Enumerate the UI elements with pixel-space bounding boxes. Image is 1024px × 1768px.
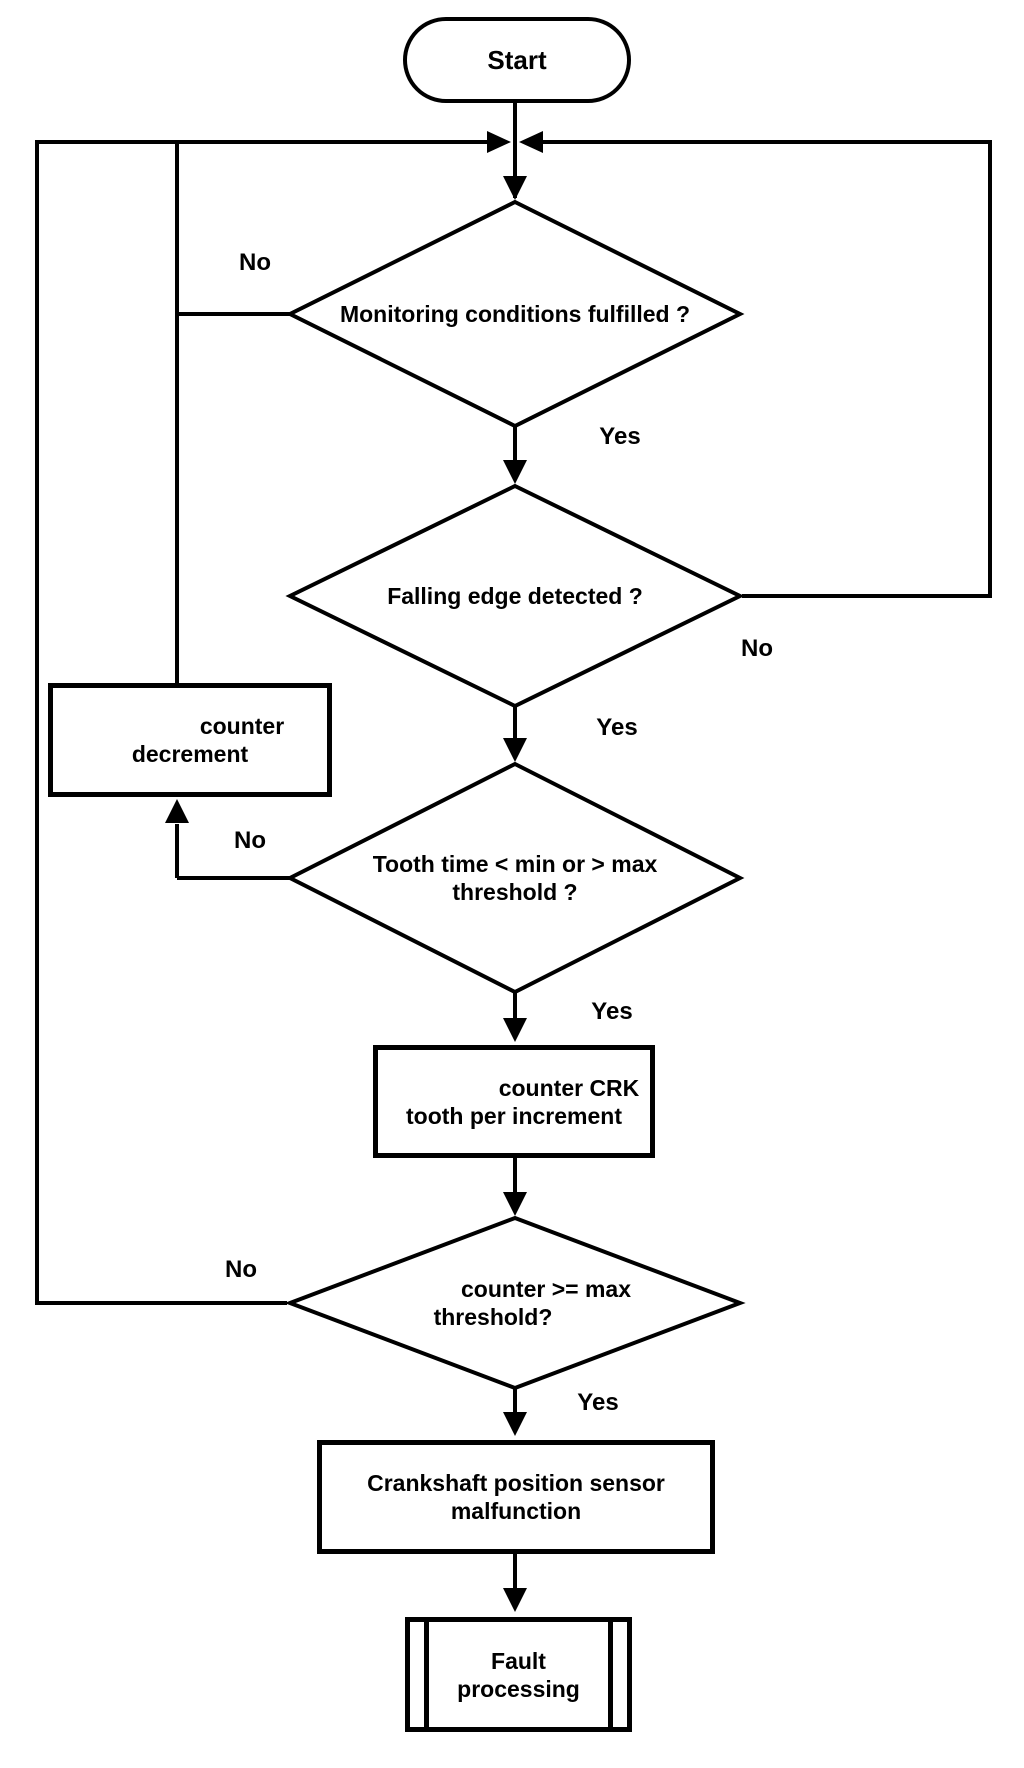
fault-inner-bar-left bbox=[424, 1622, 429, 1727]
arrowhead-into-malfunction bbox=[503, 1412, 527, 1436]
decision-falling-edge-shape bbox=[285, 483, 745, 709]
decision-counter-max-shape bbox=[284, 1215, 746, 1391]
arrowhead-left-loop-into-junction bbox=[487, 131, 511, 153]
arrowhead-into-monitoring bbox=[503, 176, 527, 200]
edge-label-tooth-time-no: No bbox=[234, 827, 266, 854]
edge-label-monitoring-yes: Yes bbox=[599, 423, 641, 450]
process-crankshaft-malfunction: Crankshaft position sensor malfunction bbox=[317, 1440, 715, 1554]
arrowhead-into-counter-decrement bbox=[165, 799, 189, 823]
predefined-process-fault: Fault processing bbox=[405, 1617, 632, 1732]
process-counter-crk-line2: tooth per increment bbox=[406, 1102, 622, 1129]
fault-inner-bar-right bbox=[608, 1622, 613, 1727]
process-counter-decrement: counter decrement bbox=[48, 683, 332, 797]
edge-label-monitoring-no: No bbox=[239, 249, 271, 276]
process-crankshaft-malfunction-line2: malfunction bbox=[450, 1498, 582, 1524]
process-counter-decrement-line1: counter bbox=[199, 713, 285, 739]
arrowhead-into-counter-crk bbox=[503, 1018, 527, 1042]
edge-label-falling-edge-no: No bbox=[741, 635, 773, 662]
edge-label-counter-max-no: No bbox=[225, 1256, 257, 1283]
connector-tooth-time-no bbox=[175, 824, 290, 880]
edge-label-tooth-time-yes: Yes bbox=[591, 998, 633, 1025]
arrowhead-right-loop-into-junction bbox=[519, 131, 543, 153]
node-start: Start bbox=[403, 17, 631, 103]
decision-tooth-time-shape bbox=[285, 761, 745, 995]
connector-counter-max-no-loop bbox=[35, 140, 489, 1305]
process-counter-crk: counter CRK tooth per increment bbox=[373, 1045, 655, 1158]
arrowhead-into-falling-edge bbox=[503, 460, 527, 484]
process-crankshaft-malfunction-line1: Crankshaft position sensor bbox=[367, 1470, 665, 1496]
edge-label-falling-edge-yes: Yes bbox=[596, 714, 638, 741]
connector-falling-edge-no-loop bbox=[541, 140, 992, 598]
edge-label-counter-max-yes: Yes bbox=[577, 1389, 619, 1416]
arrowhead-into-counter-max bbox=[503, 1192, 527, 1216]
predefined-process-fault-line2: processing bbox=[457, 1675, 580, 1702]
arrowhead-into-fault bbox=[503, 1588, 527, 1612]
node-start-label: Start bbox=[487, 45, 547, 75]
arrowhead-into-tooth-time bbox=[503, 738, 527, 762]
process-counter-decrement-line2: decrement bbox=[131, 741, 249, 767]
predefined-process-fault-line1: Fault bbox=[491, 1647, 546, 1674]
decision-monitoring-shape bbox=[285, 199, 745, 429]
process-counter-crk-line1: counter CRK bbox=[498, 1074, 640, 1101]
